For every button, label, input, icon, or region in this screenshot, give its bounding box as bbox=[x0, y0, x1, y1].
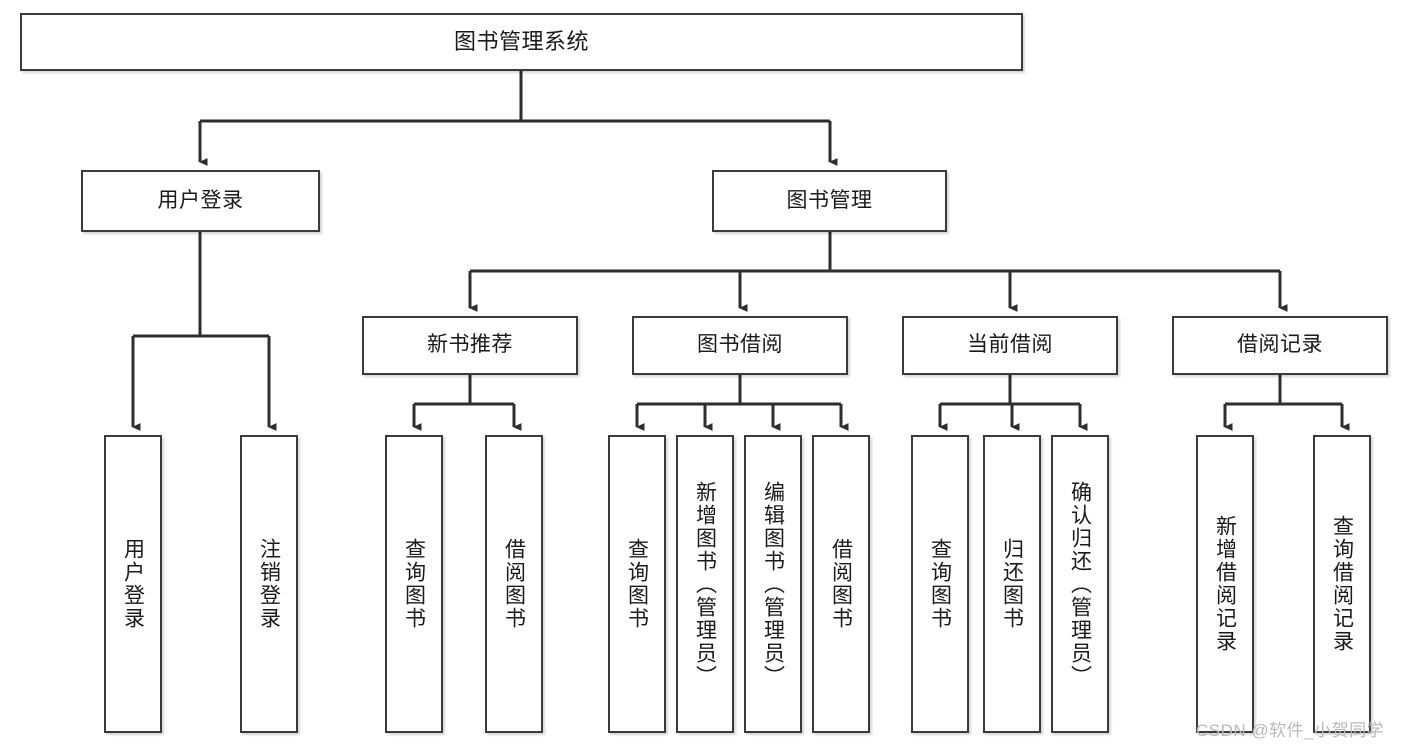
node-level2-user-login[interactable]: 用户登录 bbox=[81, 170, 320, 232]
node-leaf-logout[interactable]: 注销登录 bbox=[240, 435, 298, 733]
node-label: 用户登录 bbox=[121, 538, 145, 630]
node-level3-new-book-recommend[interactable]: 新书推荐 bbox=[362, 316, 578, 375]
node-label: 图书管理 bbox=[786, 188, 873, 212]
node-leaf-borrow-book-recommend[interactable]: 借阅图书 bbox=[485, 435, 543, 733]
node-label: 图书管理系统 bbox=[453, 29, 589, 55]
node-label: 查询图书 bbox=[402, 538, 426, 630]
node-label: 查询借阅记录 bbox=[1330, 515, 1354, 653]
node-label: 借阅记录 bbox=[1237, 333, 1323, 357]
node-label: 注销登录 bbox=[257, 538, 281, 630]
node-leaf-query-book-current[interactable]: 查询图书 bbox=[911, 435, 969, 733]
node-label: 新增图书（管理员） bbox=[693, 480, 717, 688]
node-label: 查询图书 bbox=[928, 538, 952, 630]
node-leaf-return-book[interactable]: 归还图书 bbox=[983, 435, 1041, 733]
node-label: 确认归还（管理员） bbox=[1068, 480, 1092, 688]
node-label: 新书推荐 bbox=[427, 333, 513, 357]
node-leaf-query-book-borrow[interactable]: 查询图书 bbox=[608, 435, 666, 733]
node-root[interactable]: 图书管理系统 bbox=[20, 13, 1023, 71]
node-level3-book-borrow[interactable]: 图书借阅 bbox=[632, 316, 848, 375]
node-leaf-add-book-admin[interactable]: 新增图书（管理员） bbox=[676, 435, 734, 733]
node-label: 借阅图书 bbox=[502, 538, 526, 630]
node-label: 编辑图书（管理员） bbox=[761, 480, 785, 688]
watermark: CSDN @软件_小贺同学 bbox=[1196, 721, 1385, 740]
node-leaf-query-book-recommend[interactable]: 查询图书 bbox=[385, 435, 443, 733]
node-leaf-borrow-book[interactable]: 借阅图书 bbox=[812, 435, 870, 733]
node-label: 用户登录 bbox=[157, 188, 244, 212]
node-label: 当前借阅 bbox=[967, 333, 1053, 357]
node-leaf-add-borrow-record[interactable]: 新增借阅记录 bbox=[1196, 435, 1254, 733]
node-label: 新增借阅记录 bbox=[1213, 515, 1237, 653]
node-leaf-user-login[interactable]: 用户登录 bbox=[104, 435, 162, 733]
node-label: 图书借阅 bbox=[697, 333, 783, 357]
node-level2-book-management[interactable]: 图书管理 bbox=[712, 170, 947, 232]
node-leaf-edit-book-admin[interactable]: 编辑图书（管理员） bbox=[744, 435, 802, 733]
node-label: 借阅图书 bbox=[829, 538, 853, 630]
node-level3-borrow-record[interactable]: 借阅记录 bbox=[1172, 316, 1388, 375]
node-label: 查询图书 bbox=[625, 538, 649, 630]
node-leaf-confirm-return-admin[interactable]: 确认归还（管理员） bbox=[1051, 435, 1109, 733]
node-level3-current-borrow[interactable]: 当前借阅 bbox=[902, 316, 1118, 375]
node-label: 归还图书 bbox=[1000, 538, 1024, 630]
node-leaf-query-borrow-record[interactable]: 查询借阅记录 bbox=[1313, 435, 1371, 733]
